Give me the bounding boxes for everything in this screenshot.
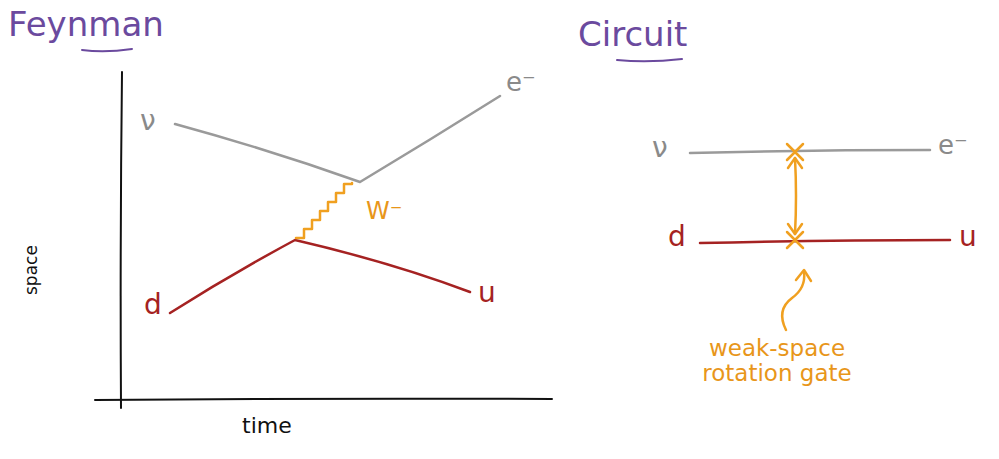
leader-arrow bbox=[782, 272, 804, 330]
gate-link bbox=[795, 158, 796, 234]
lepton-wire bbox=[690, 150, 930, 153]
quark-line bbox=[170, 240, 470, 313]
particle-label: ν bbox=[652, 133, 668, 164]
particle-label: e⁻ bbox=[938, 131, 968, 160]
title-underline bbox=[82, 49, 132, 51]
particle-label: ν bbox=[140, 106, 156, 137]
particle-label: u bbox=[478, 278, 496, 309]
arrow-head bbox=[788, 158, 802, 168]
section-title: Feynman bbox=[8, 6, 164, 43]
quark-wire bbox=[700, 240, 950, 243]
arrow-head bbox=[796, 270, 811, 281]
gate-label: weak-space rotation gate bbox=[682, 336, 872, 387]
section-title: Circuit bbox=[578, 16, 687, 53]
particle-label: d bbox=[144, 290, 162, 321]
arrow-head bbox=[788, 224, 802, 234]
time-axis bbox=[95, 399, 552, 400]
particle-label: d bbox=[668, 222, 686, 253]
axis-label: space bbox=[22, 245, 41, 295]
axis-label: time bbox=[242, 414, 292, 438]
w-boson bbox=[296, 183, 352, 238]
title-underline bbox=[617, 59, 682, 61]
lepton-line bbox=[175, 96, 500, 182]
boson-label: W⁻ bbox=[366, 198, 402, 224]
space-axis bbox=[121, 72, 122, 408]
particle-label: e⁻ bbox=[506, 68, 536, 97]
particle-label: u bbox=[959, 222, 977, 253]
